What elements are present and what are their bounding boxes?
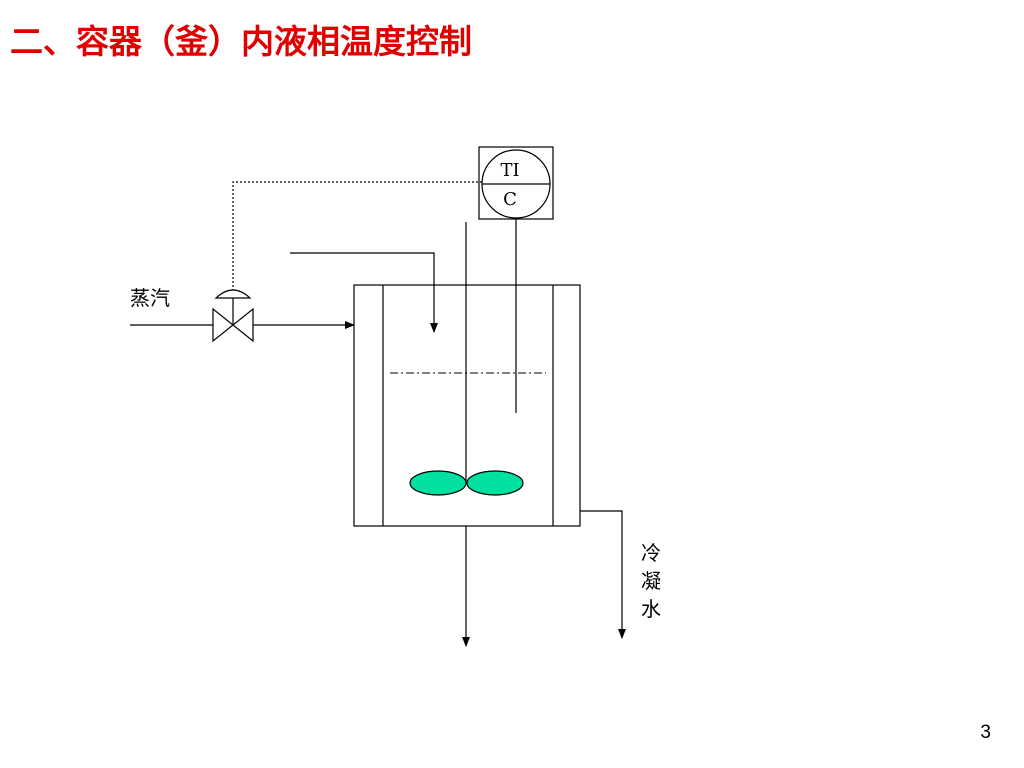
steam-label: 蒸汽 — [130, 286, 170, 310]
valve-actuator — [214, 289, 252, 299]
controller-label-top: TI — [500, 160, 519, 181]
condensate-label-char-1: 冷 — [641, 541, 661, 565]
page-number: 3 — [980, 722, 991, 743]
control-valve-right — [232, 307, 254, 343]
vessel-jacket — [353, 284, 581, 527]
impeller-blade-right — [466, 470, 524, 496]
slide-title: 二、容器（釜）内液相温度控制 — [10, 22, 472, 61]
condensate-label-char-2: 凝 — [641, 569, 661, 593]
feed-inlet-arrow — [290, 252, 438, 333]
condensate-label-char-3: 水 — [641, 597, 661, 621]
tic-controller: TI C — [478, 146, 554, 220]
impeller-blade-left — [409, 470, 467, 496]
condensate-outlet-arrow — [580, 510, 626, 639]
controller-label-bottom: C — [503, 189, 517, 210]
control-valve-left — [212, 307, 234, 343]
control-signal-line — [232, 181, 482, 290]
